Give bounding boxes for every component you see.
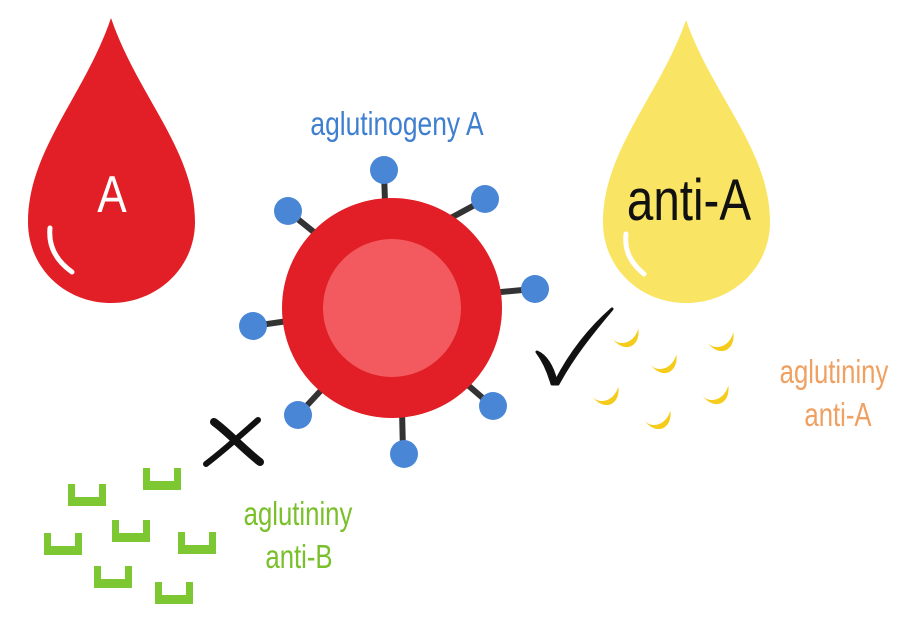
agglutinins-anti-a [592, 328, 734, 430]
agglutinin-a [612, 328, 639, 348]
agglutinin-a-label-line2: anti-A [804, 397, 871, 434]
red-blood-cell [239, 156, 549, 468]
agglutinin-b [178, 532, 216, 554]
agglutinins-anti-b [44, 468, 216, 604]
antigen [390, 440, 418, 468]
agglutinin-a [650, 354, 677, 374]
cross-icon [203, 417, 264, 467]
antigen-label: aglutinogeny A [310, 106, 483, 142]
blood-drop: A [28, 18, 195, 303]
antigen [471, 185, 499, 213]
agglutinin-b [44, 533, 82, 555]
agglutinin-a [644, 410, 671, 430]
agglutinin-a [707, 332, 734, 352]
blood-drop-label: A [97, 166, 127, 224]
antigen [284, 401, 312, 429]
agglutinin-b [68, 484, 106, 506]
antigen [274, 197, 302, 225]
antigen [239, 312, 267, 340]
agglutinin-b-label-line1: aglutininy [244, 496, 353, 533]
serum-drop: anti-A [603, 20, 770, 303]
check-icon [535, 307, 614, 386]
cell-center [323, 239, 461, 377]
agglutinin-b [155, 582, 193, 604]
serum-drop-label: anti-A [627, 169, 752, 234]
blood-drop-highlight [47, 225, 75, 275]
agglutinin-a [592, 386, 619, 406]
agglutinin-b [112, 520, 150, 542]
antigens [239, 156, 549, 468]
antigen [479, 392, 507, 420]
blood-drop-shape [28, 18, 195, 303]
agglutinin-a-label-line1: aglutininy [780, 354, 889, 391]
agglutinin-b-label-line2: anti-B [265, 539, 332, 576]
agglutinin-b [94, 566, 132, 588]
antigen [521, 275, 549, 303]
agglutinin-a [702, 385, 729, 405]
antigen [370, 156, 398, 184]
serum-drop-shape [603, 20, 770, 303]
agglutinin-b [143, 468, 181, 490]
serum-drop-highlight [623, 231, 647, 277]
